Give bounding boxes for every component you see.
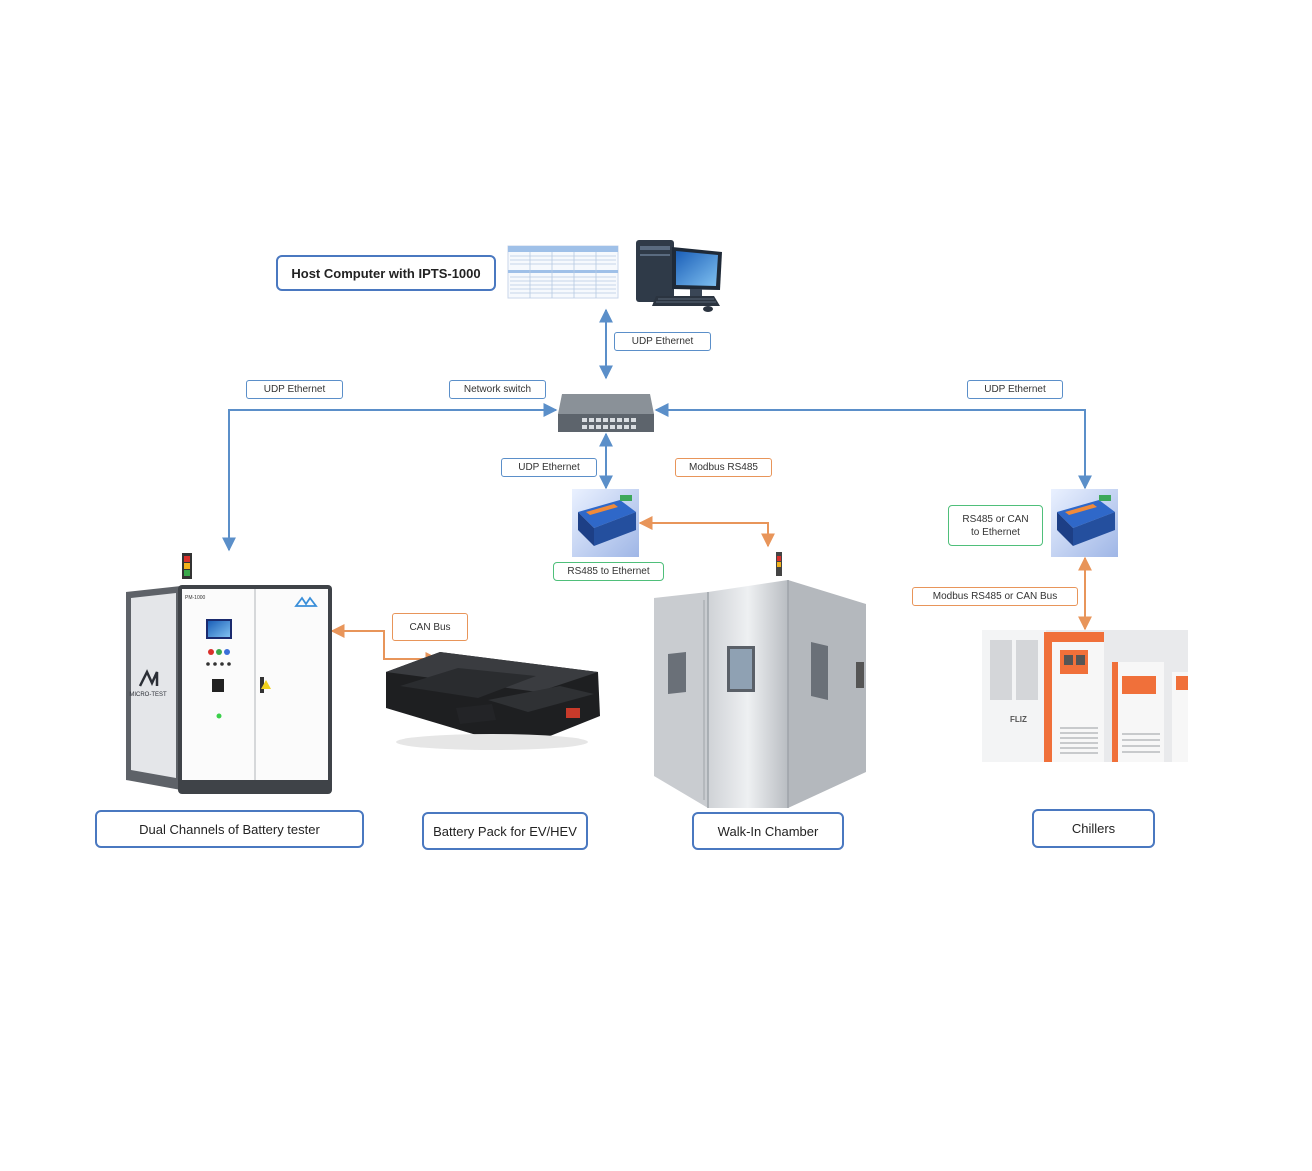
walk-in-chamber-image: [654, 552, 866, 808]
udp-ethernet-left-label: UDP Ethernet: [246, 380, 343, 399]
link-switch-tester: [222, 403, 558, 552]
chillers-image: FLIZ: [982, 630, 1188, 762]
modbus-rs485-label: Modbus RS485: [675, 458, 772, 477]
software-screenshot: [507, 245, 619, 299]
chiller-brand-text: FLIZ: [1010, 715, 1027, 724]
link-tester-battery: [330, 624, 440, 666]
serial-converter-center-icon: [572, 489, 639, 557]
tester-brand-text: MICRO-TEST: [129, 692, 167, 698]
link-converter-chamber: [638, 516, 775, 548]
udp-ethernet-top-label: UDP Ethernet: [614, 332, 711, 351]
rs485-can-to-ethernet-label: RS485 or CAN to Ethernet: [948, 505, 1043, 546]
dual-channels-tester-label: Dual Channels of Battery tester: [95, 810, 364, 848]
battery-tester-cabinet: MICRO-TEST PM-1000: [126, 553, 332, 794]
host-computer-label: Host Computer with IPTS-1000: [276, 255, 496, 291]
udp-ethernet-right-label: UDP Ethernet: [967, 380, 1063, 399]
link-switch-right-converter: [654, 403, 1092, 490]
chillers-label: Chillers: [1032, 809, 1155, 848]
host-computer-icon: [636, 240, 722, 312]
udp-ethernet-center-label: UDP Ethernet: [501, 458, 597, 477]
serial-converter-right-icon: [1051, 489, 1118, 557]
modbus-rs485-can-label: Modbus RS485 or CAN Bus: [912, 587, 1078, 606]
can-bus-label: CAN Bus: [392, 613, 468, 641]
rs485-to-ethernet-label: RS485 to Ethernet: [553, 562, 664, 581]
walk-in-chamber-label: Walk-In Chamber: [692, 812, 844, 850]
network-switch-label: Network switch: [449, 380, 546, 399]
network-switch-icon: [558, 394, 654, 432]
battery-pack-image: [386, 652, 600, 750]
battery-pack-label: Battery Pack for EV/HEV: [422, 812, 588, 850]
tester-model-text: PM-1000: [185, 595, 206, 601]
